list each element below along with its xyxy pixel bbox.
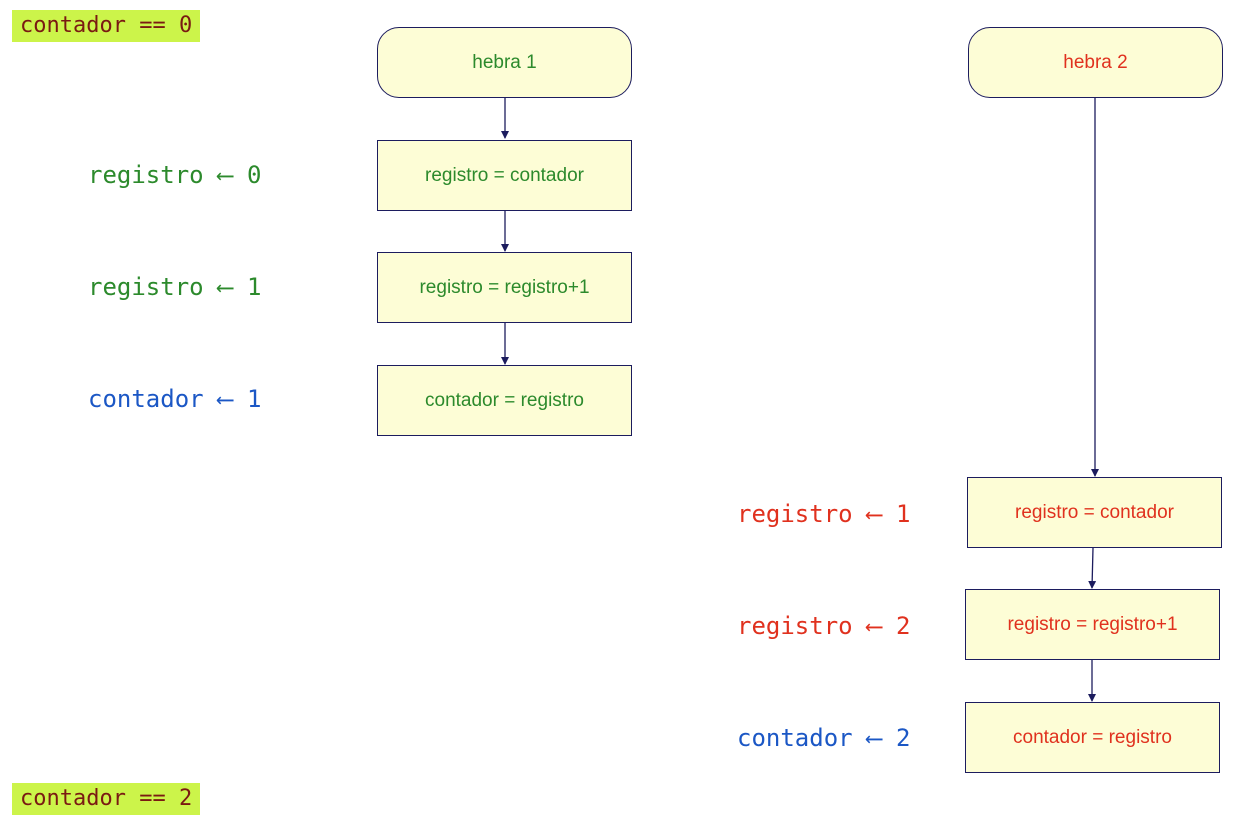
thread2-step-increment: registro = registro+1 xyxy=(965,589,1220,660)
thread2-step-write: contador = registro xyxy=(965,702,1220,773)
thread1-step-read: registro = contador xyxy=(377,140,632,211)
thread2-start: hebra 2 xyxy=(968,27,1223,98)
thread2-note-increment: registro ⟵ 2 xyxy=(737,612,911,640)
arrow-h2-step1-to-step2 xyxy=(1088,547,1097,589)
thread1-note-read: registro ⟵ 0 xyxy=(88,161,262,189)
thread2-note-read: registro ⟵ 1 xyxy=(737,500,911,528)
thread2-step-read: registro = contador xyxy=(967,477,1222,548)
final-state-label: contador == 2 xyxy=(12,783,201,815)
thread1-step-write: contador = registro xyxy=(377,365,632,436)
thread1-note-write: contador ⟵ 1 xyxy=(88,385,262,413)
thread2-note-write: contador ⟵ 2 xyxy=(737,724,911,752)
initial-state-label: contador == 0 xyxy=(12,10,201,42)
thread1-step-increment: registro = registro+1 xyxy=(377,252,632,323)
thread1-start: hebra 1 xyxy=(377,27,632,98)
thread1-note-increment: registro ⟵ 1 xyxy=(88,273,262,301)
